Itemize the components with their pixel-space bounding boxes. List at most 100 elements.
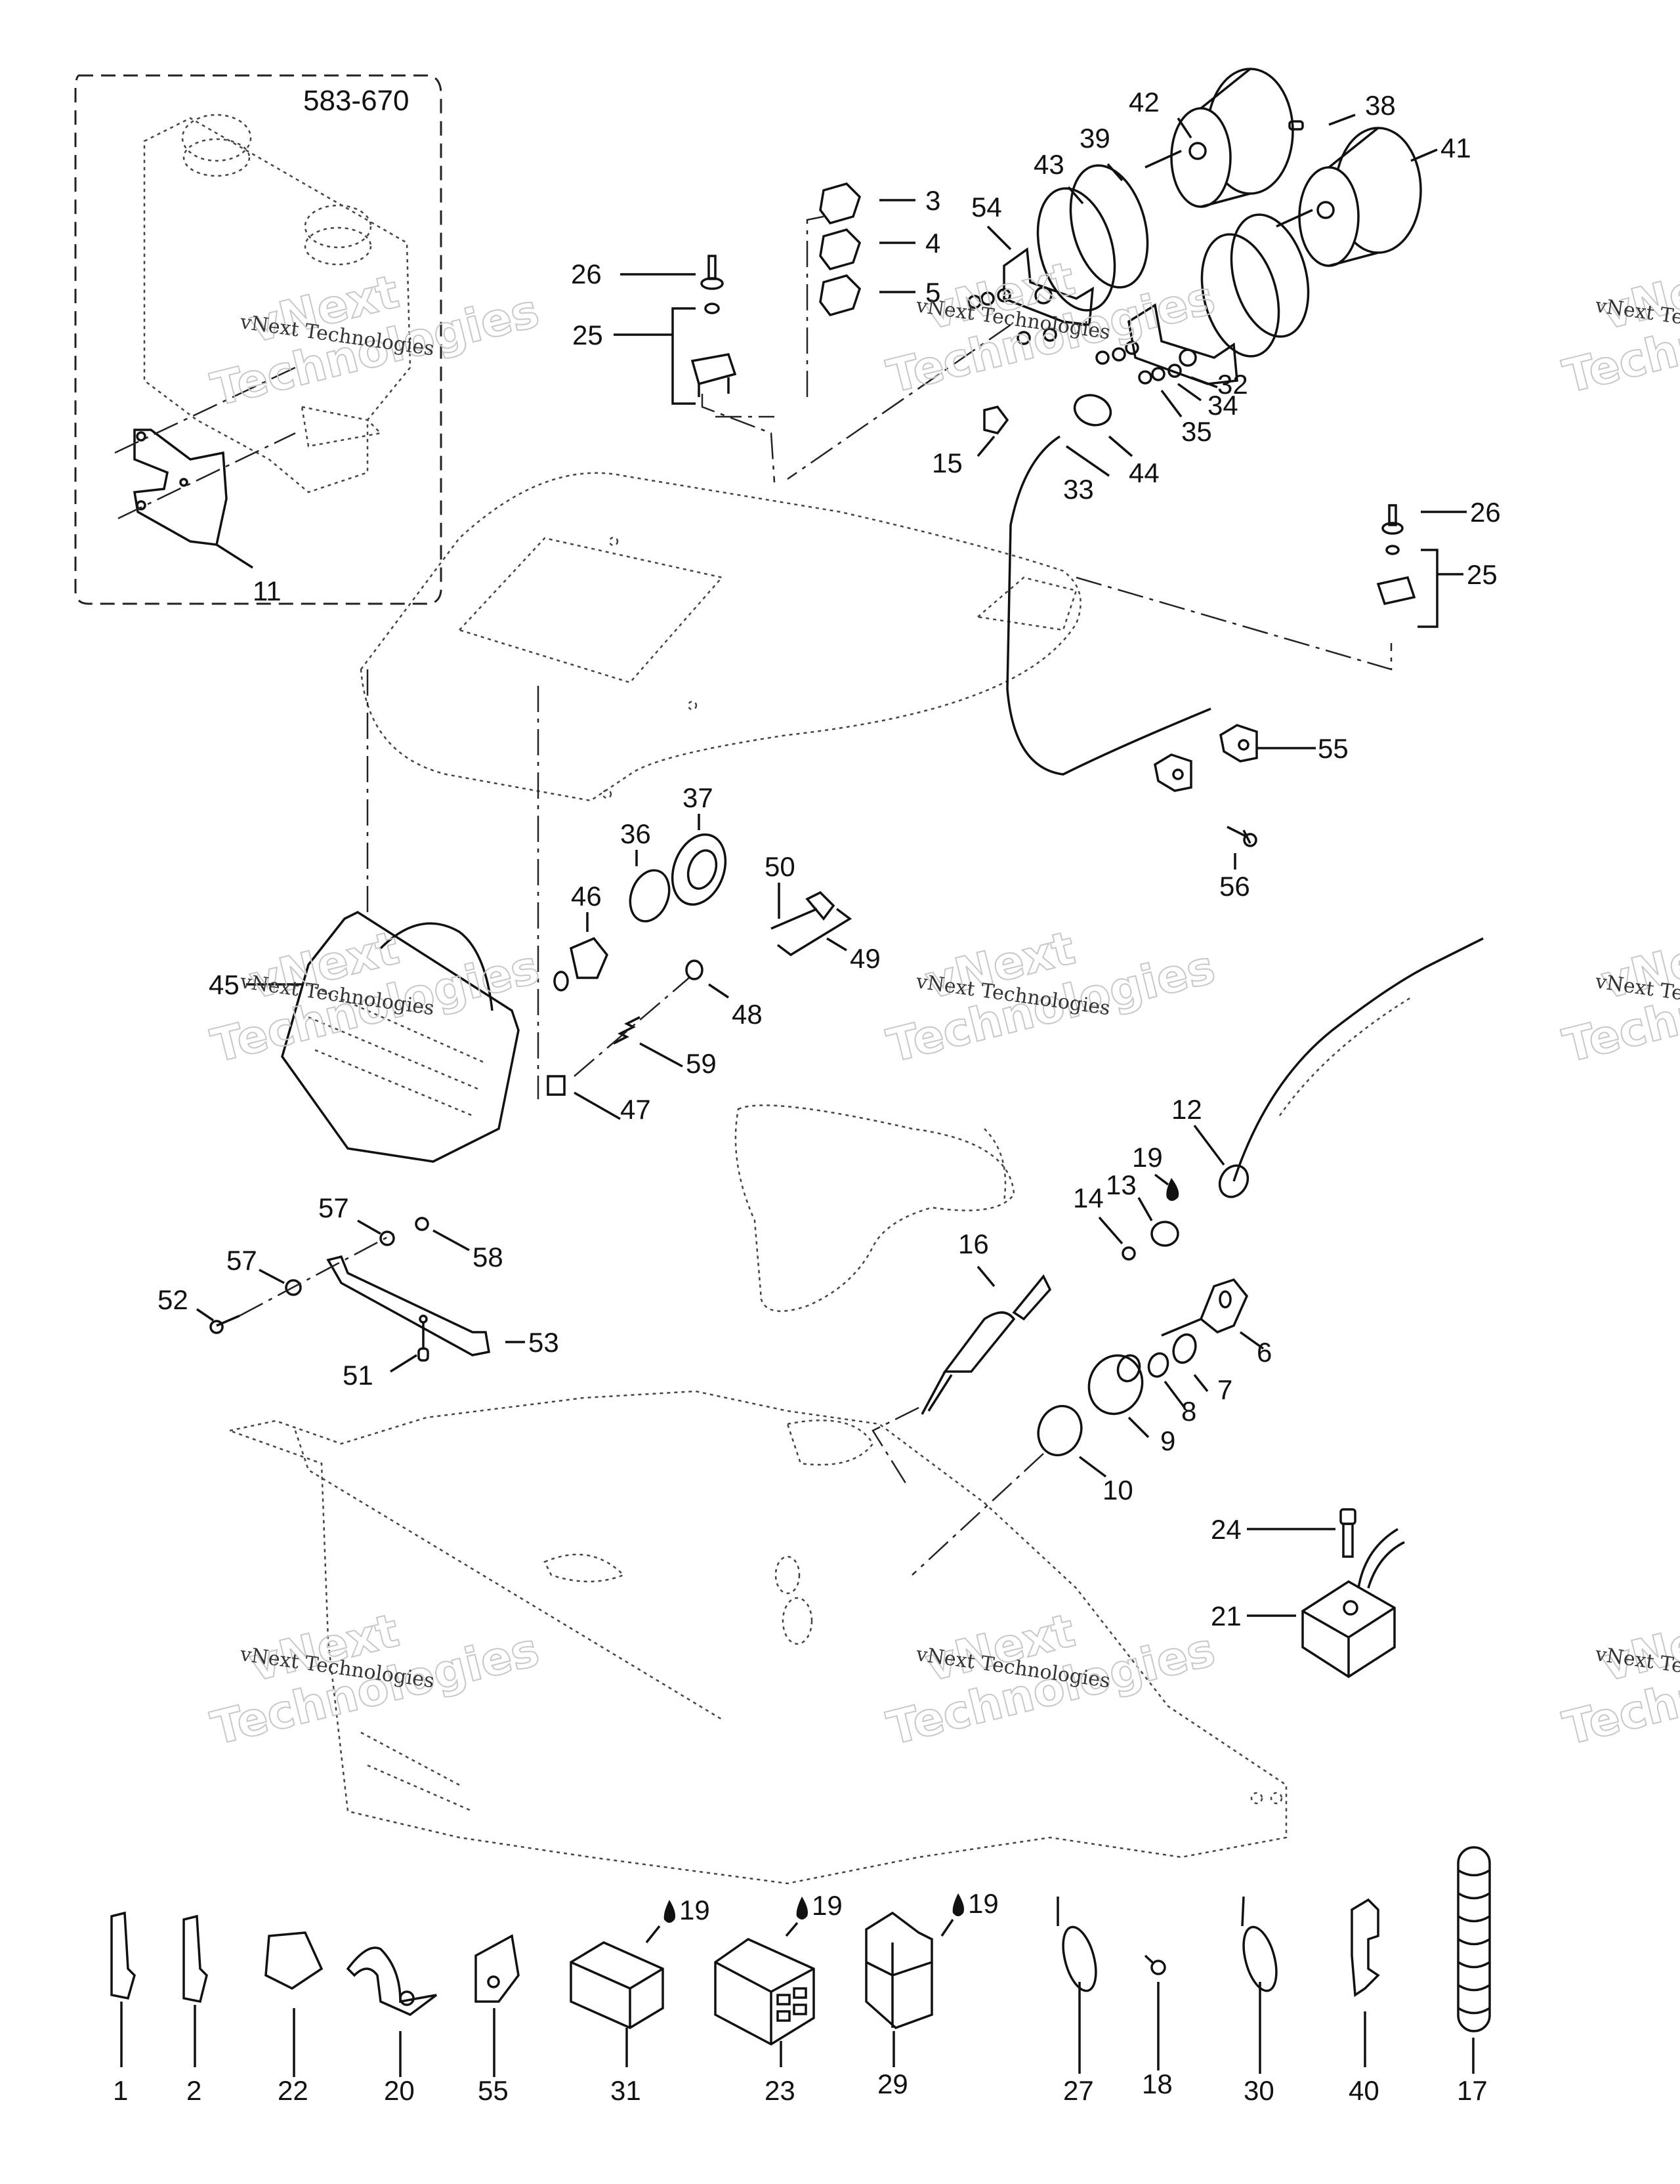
- bottom-label-27: 27: [1063, 2075, 1094, 2106]
- spring-59: 59: [574, 977, 717, 1079]
- frame-ghost: [226, 1390, 1288, 1885]
- speedometer-cable-33: 33: [1006, 435, 1211, 776]
- switch-cover-5: 5: [819, 274, 940, 317]
- bottom-note-29: 19: [968, 1888, 999, 1919]
- callout-5: 5: [925, 277, 940, 308]
- tank-bracket: [114, 366, 296, 546]
- nut-51: 51: [343, 1322, 429, 1391]
- callout-52: 52: [158, 1284, 188, 1315]
- callout-7: 7: [1217, 1374, 1232, 1405]
- steering-cover: [734, 1104, 1015, 1312]
- inset-583-670: 583-670 11: [74, 74, 442, 606]
- callout-8: 8: [1181, 1396, 1196, 1427]
- callout-26-left: 26: [571, 259, 602, 289]
- callout-26-right: 26: [1470, 497, 1501, 528]
- bottom-part-20: 20: [346, 1946, 438, 2106]
- bottom-label-40: 40: [1349, 2075, 1379, 2106]
- ignition-switch-16: 16: [872, 1228, 1052, 1484]
- switch-body-9: 9: [1087, 1354, 1175, 1456]
- gauge-gaskets: [1036, 164, 1310, 358]
- gauge-left: [1144, 68, 1294, 208]
- bottom-label-29: 29: [877, 2068, 908, 2099]
- lubricant-19: 19: [1132, 1142, 1179, 1201]
- bottom-label-22: 22: [278, 2075, 308, 2106]
- callout-43: 43: [1034, 149, 1064, 180]
- callout-49: 49: [850, 943, 881, 974]
- grommet-44: 44: [1073, 394, 1160, 488]
- gauge-right: [1276, 127, 1422, 267]
- oil-tank: [143, 114, 411, 494]
- screw-56: 56: [1219, 826, 1257, 902]
- callout-56: 56: [1219, 871, 1250, 902]
- callout-57-bottom: 57: [226, 1245, 257, 1276]
- bottom-label-20: 20: [384, 2075, 415, 2106]
- callout-51: 51: [343, 1360, 373, 1391]
- nut-7: 7: [1172, 1333, 1232, 1405]
- callout-53: 53: [528, 1327, 559, 1358]
- callout-10: 10: [1102, 1475, 1133, 1505]
- washer-8: 8: [1147, 1352, 1196, 1427]
- bottom-part-18: 18: [1142, 1954, 1173, 2099]
- callout-47: 47: [620, 1094, 651, 1125]
- callout-59: 59: [686, 1048, 717, 1079]
- bottom-part-29: 29 19: [865, 1888, 999, 2099]
- bottom-part-31: 31 19: [570, 1895, 710, 2106]
- callout-46: 46: [571, 881, 602, 912]
- nut-washer-stack: [967, 288, 1182, 385]
- bottom-part-30: 30: [1241, 1896, 1278, 2106]
- bottom-part-1: 1: [110, 1911, 136, 2106]
- washer-57-bottom: 57: [226, 1245, 302, 1296]
- bottom-label-18: 18: [1142, 2068, 1173, 2099]
- adjuster-screw-50: 50 49: [765, 851, 881, 974]
- headlight-45: 45: [209, 910, 520, 1163]
- callout-24: 24: [1211, 1514, 1242, 1545]
- boot-10: 10: [912, 1404, 1133, 1576]
- callout-12: 12: [1171, 1094, 1202, 1125]
- nut-47: 47: [547, 1075, 651, 1125]
- toggle-switch-left: 26 25: [571, 255, 737, 405]
- callout-14: 14: [1073, 1183, 1104, 1213]
- bottom-note-23: 19: [812, 1890, 843, 1921]
- callout-35: 35: [1181, 416, 1212, 447]
- washer-57-top: 57: [318, 1192, 395, 1246]
- cable-clips-55: 55: [1154, 724, 1349, 792]
- bottom-label-2: 2: [186, 2075, 201, 2106]
- bottom-part-55: 55: [474, 1934, 520, 2106]
- bottom-label-17: 17: [1457, 2075, 1488, 2106]
- bulb-socket-46: 46: [553, 881, 609, 992]
- bolt-52: 52: [158, 1232, 394, 1334]
- bolt-24: 24: [1211, 1508, 1356, 1558]
- leader-11: [216, 543, 253, 569]
- callout-36: 36: [620, 818, 651, 849]
- bottom-part-22: 22: [264, 1931, 324, 2106]
- bottom-part-27: 27: [1057, 1897, 1097, 2106]
- inset-label: 583-670: [303, 85, 409, 117]
- bottom-part-40: 40: [1349, 1898, 1380, 2106]
- callout-41: 41: [1440, 133, 1471, 163]
- key-6: 6: [1161, 1278, 1272, 1368]
- callout-25-left: 25: [572, 320, 603, 350]
- dust-cover-37: 37: [671, 782, 727, 906]
- callout-32: 32: [1217, 369, 1248, 400]
- callout-25-right: 25: [1467, 559, 1498, 590]
- bottom-label-23: 23: [765, 2075, 795, 2106]
- callout-54: 54: [971, 192, 1002, 222]
- callout-42: 42: [1129, 87, 1160, 117]
- bottom-label-30: 30: [1244, 2075, 1274, 2106]
- callout-55: 55: [1318, 733, 1349, 764]
- bottom-note-31: 19: [679, 1895, 710, 1925]
- toggle-switch-right: 26 25: [1376, 497, 1501, 628]
- callout-37: 37: [682, 782, 713, 813]
- callout-13: 13: [1106, 1169, 1137, 1200]
- callout-16: 16: [958, 1228, 989, 1259]
- cap-13: 13: [1106, 1169, 1179, 1247]
- callout-45: 45: [209, 969, 240, 1000]
- callout-50: 50: [765, 851, 795, 882]
- washer-48: 48: [685, 959, 763, 1030]
- nut-58: 58: [415, 1217, 503, 1272]
- bottom-part-17: 17: [1457, 1846, 1491, 2106]
- callout-44: 44: [1129, 457, 1160, 488]
- callout-48: 48: [732, 999, 763, 1030]
- callout-19: 19: [1132, 1142, 1163, 1173]
- callout-38: 38: [1365, 90, 1396, 121]
